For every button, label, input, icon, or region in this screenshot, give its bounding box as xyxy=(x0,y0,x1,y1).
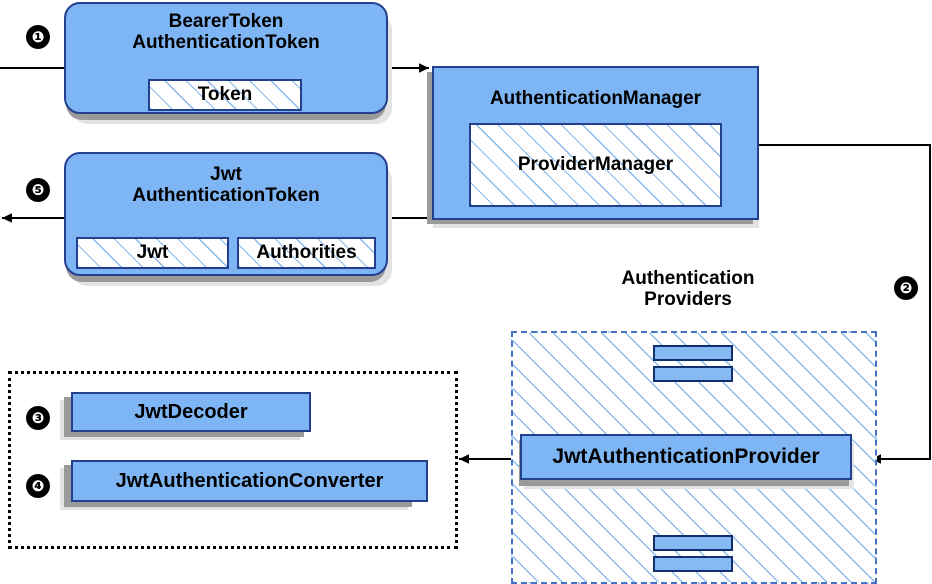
node-jwt-authentication-converter[interactable]: JwtAuthenticationConverter xyxy=(71,460,428,502)
step-badge-3: ❸ xyxy=(26,406,50,430)
auth-manager-inner-provider-manager: ProviderManager xyxy=(469,123,722,207)
jwt-provider-title: JwtAuthenticationProvider xyxy=(552,445,820,469)
authentication-providers-label: Authentication Providers xyxy=(621,268,755,311)
auth-manager-title: AuthenticationManager xyxy=(489,88,702,109)
provider-bar-bottom-1 xyxy=(653,535,733,551)
step-badge-1: ❶ xyxy=(26,25,50,49)
jwt-decoder-title: JwtDecoder xyxy=(134,400,248,423)
jwt-token-inner-authorities: Authorities xyxy=(237,237,376,269)
jwt-token-inner-jwt: Jwt xyxy=(76,237,229,269)
provider-bar-bottom-2 xyxy=(653,556,733,572)
node-jwt-decoder[interactable]: JwtDecoder xyxy=(71,392,311,432)
bearer-token-inner-token: Token xyxy=(148,79,302,111)
node-jwt-authentication-provider[interactable]: JwtAuthenticationProvider xyxy=(520,434,852,480)
jwt-converter-title: JwtAuthenticationConverter xyxy=(115,469,384,492)
bearer-token-title: BearerToken AuthenticationToken xyxy=(132,11,320,54)
step-badge-5: ❺ xyxy=(26,178,50,202)
step-badge-2: ❷ xyxy=(894,276,918,300)
jwt-support-components-container xyxy=(8,371,458,549)
jwt-token-title: Jwt AuthenticationToken xyxy=(132,164,320,207)
provider-bar-top-2 xyxy=(653,366,733,382)
step-badge-4: ❹ xyxy=(26,474,50,498)
provider-bar-top-1 xyxy=(653,345,733,361)
